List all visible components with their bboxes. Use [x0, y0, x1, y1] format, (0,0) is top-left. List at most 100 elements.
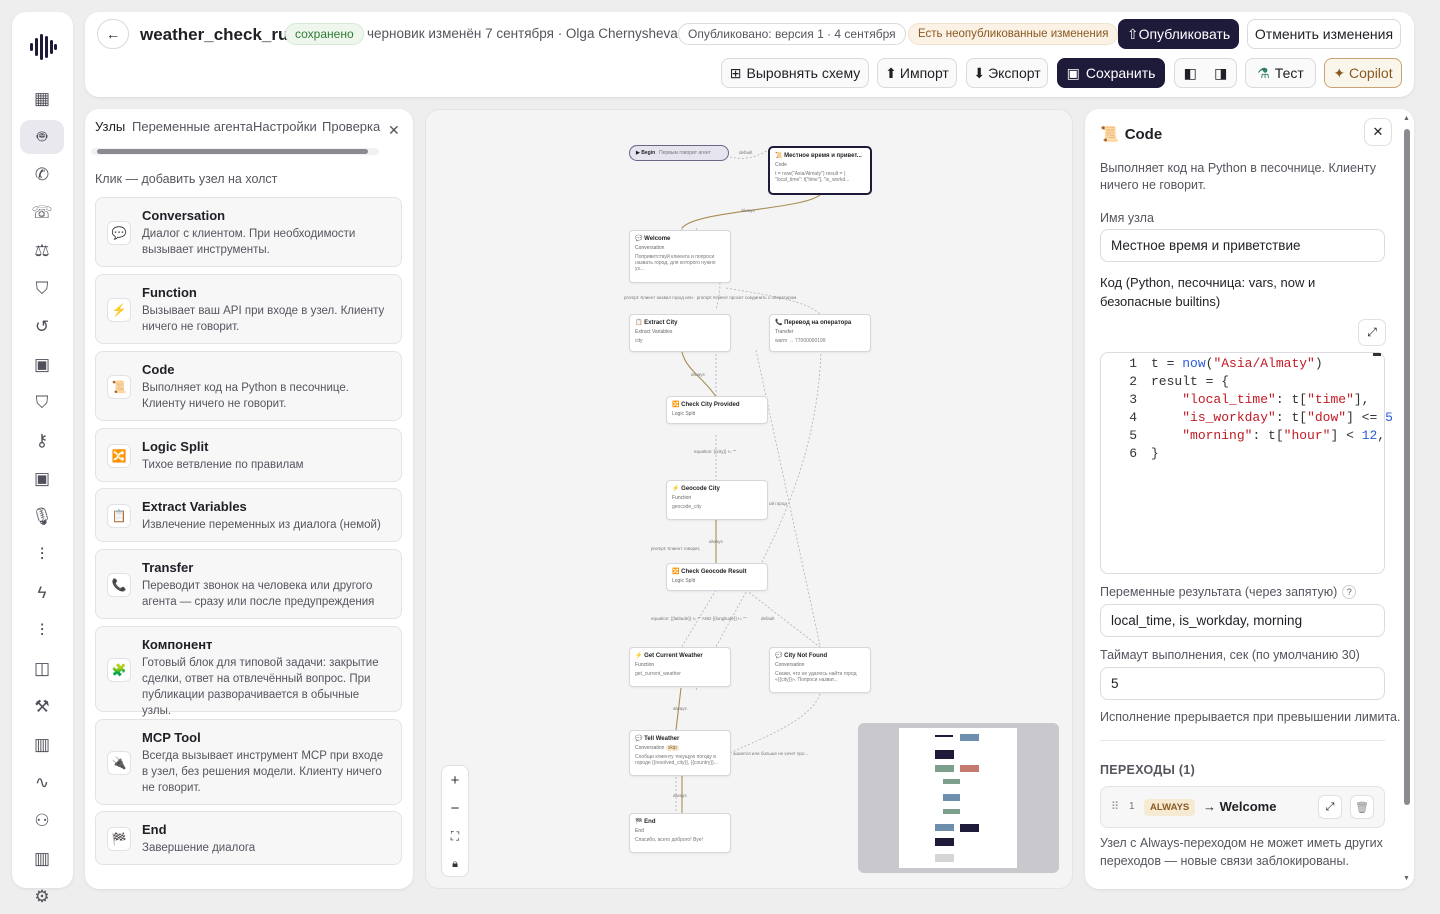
timeout-input[interactable]: 5 — [1100, 667, 1385, 700]
tab-agent-variables[interactable]: Переменные агента — [132, 119, 253, 134]
flow-canvas[interactable]: default always prompt: Клиент назвал гор… — [425, 109, 1073, 889]
minimap-node — [935, 854, 954, 862]
books-icon[interactable]: ▥ — [33, 849, 51, 868]
minimap[interactable] — [858, 723, 1059, 873]
zoom-in-icon[interactable]: + — [450, 771, 460, 789]
activity-icon[interactable]: ∿ — [34, 773, 50, 792]
publish-button[interactable]: ⇧Опубликовать — [1118, 19, 1239, 49]
phone-icon[interactable]: ✆ — [34, 165, 50, 184]
flow-node-type: Code — [775, 162, 787, 168]
code-line[interactable]: 6} — [1101, 446, 1159, 464]
flow-node-icon: 💬 — [635, 236, 643, 242]
align-button[interactable]: ⊞Выровнять схему — [721, 58, 869, 88]
key-icon[interactable]: ⚷ — [35, 431, 49, 450]
settings-icon[interactable]: ⚙ — [34, 887, 50, 906]
audio-wave-icon[interactable]: ⫶ — [39, 621, 45, 640]
tab-check[interactable]: Проверка — [322, 119, 381, 134]
expand-editor-button[interactable]: ⤢ — [1358, 319, 1386, 346]
fit-view-icon[interactable]: ⛶ — [450, 828, 460, 843]
flow-node-body: Поприветствуй клиента и попроси назвать … — [635, 254, 716, 272]
logo-icon[interactable] — [12, 34, 73, 65]
drag-handle-icon[interactable]: ⠿ — [1111, 801, 1120, 813]
cpu-icon[interactable]: ▣ — [33, 469, 51, 488]
export-button[interactable]: ⬇Экспорт — [966, 58, 1048, 88]
tab-nodes[interactable]: Узлы — [95, 119, 126, 134]
tabs-scrollbar[interactable] — [91, 148, 379, 155]
save-icon: ▣ — [1066, 64, 1080, 81]
transition-row[interactable]: ⠿ 1 ALWAYS → Welcome ⤢ 🗑︎ — [1100, 786, 1385, 828]
tab-settings[interactable]: Настройки — [253, 119, 317, 134]
node-name-input[interactable]: Местное время и приветствие — [1100, 229, 1385, 262]
trash-icon[interactable]: 🗑︎ — [1350, 795, 1374, 819]
import-button[interactable]: ⬆Импорт — [877, 58, 957, 88]
code-line[interactable]: 4 "is_workday": t["dow"] <= 5 — [1101, 410, 1393, 428]
transition-kind-badge: ALWAYS — [1144, 799, 1196, 816]
panel-icon[interactable]: ◫ — [33, 659, 51, 678]
panel-scrollbar[interactable]: ▲ ▼ — [1403, 115, 1410, 882]
close-inspector-button[interactable]: ✕ — [1364, 118, 1392, 146]
open-transition-icon[interactable]: ⤢ — [1318, 795, 1342, 819]
scales-icon[interactable]: ⚖ — [34, 241, 50, 260]
close-icon[interactable]: ✕ — [388, 122, 400, 138]
flow-node-body: geocode_city — [672, 504, 702, 510]
panel-right-icon[interactable]: ◨ — [1214, 64, 1228, 81]
copilot-button[interactable]: ✦ Copilot — [1324, 58, 1402, 88]
users-icon[interactable]: ⚇ — [34, 811, 50, 830]
code-text: "morning": t["hour"] < 12, — [1182, 428, 1386, 443]
lock-icon[interactable]: 🔒︎ — [452, 857, 458, 870]
layout-toggle[interactable]: ◧◨ — [1174, 58, 1237, 88]
test-button[interactable]: ⚗Тест — [1245, 58, 1316, 88]
save-button[interactable]: ▣Сохранить — [1057, 58, 1165, 88]
chip-icon[interactable]: ▣ — [33, 355, 51, 374]
shield-alert-icon[interactable]: ⛉ — [35, 393, 49, 412]
arrow-left-icon: ← — [106, 26, 120, 42]
palette-item-title: End — [142, 822, 167, 837]
discard-button[interactable]: Отменить изменения — [1247, 19, 1401, 49]
inspector-header: 📜Code — [1100, 125, 1162, 144]
palette-item-title: Function — [142, 285, 197, 300]
help-icon[interactable]: ? — [1342, 585, 1357, 599]
flow-node-type: Logic Split — [672, 578, 696, 584]
mic-icon[interactable]: 🎙︎ — [31, 507, 53, 526]
panel-left-icon[interactable]: ◧ — [1183, 64, 1197, 81]
grid-icon[interactable]: ▦ — [33, 89, 51, 108]
transition-note: Узел с Always-переходом не может иметь д… — [1100, 836, 1383, 868]
shield-icon[interactable]: ⛉ — [35, 279, 49, 298]
wrench-icon[interactable]: ⚒ — [34, 697, 50, 716]
begin-node[interactable]: ▶ Begin Первым говорит агент — [629, 145, 729, 161]
history-icon[interactable]: ↺ — [34, 317, 50, 336]
result-vars-input[interactable]: local_time, is_workday, morning — [1100, 604, 1385, 637]
back-button[interactable]: ← — [97, 19, 129, 49]
bolt-icon[interactable]: ϟ — [37, 583, 47, 602]
library-icon[interactable]: ▥ — [33, 735, 51, 754]
waveform-icon[interactable]: ⫶ — [39, 545, 45, 564]
code-line[interactable]: 5 "morning": t["hour"] < 12, — [1101, 428, 1385, 446]
phone-forward-icon[interactable]: ☏ — [31, 203, 53, 222]
zoom-out-icon[interactable]: − — [450, 799, 460, 817]
bot-icon[interactable]: 🤖︎ — [20, 120, 64, 154]
code-line[interactable]: 3 "local_time": t["time"], — [1101, 392, 1369, 410]
